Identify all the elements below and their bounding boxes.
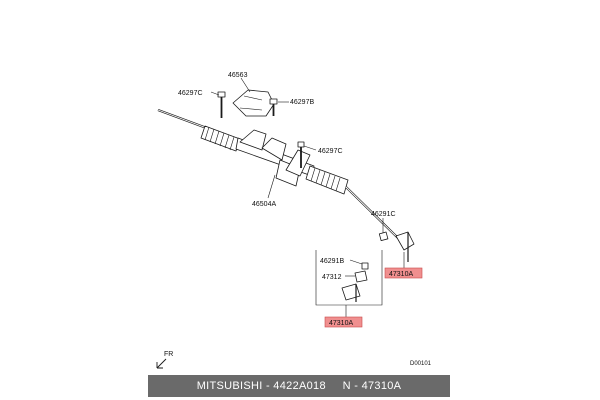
label-fr: FR	[164, 351, 173, 358]
highlight-47310a-right	[384, 267, 423, 279]
label-46504a: 46504A	[252, 201, 276, 208]
label-46297b: 46297B	[290, 99, 314, 106]
boot-47312	[354, 270, 368, 283]
label-46291b: 46291B	[320, 258, 344, 265]
bolt-46297b	[269, 98, 278, 116]
label-46563: 46563	[228, 72, 248, 79]
highlight-47310a-bottom	[324, 316, 363, 328]
label-47310a-right: 47310A	[389, 271, 413, 278]
label-46297c-top: 46297C	[178, 90, 203, 97]
steering-rack-assembly	[157, 108, 399, 239]
label-47310a-bottom: 47310A	[329, 320, 353, 327]
bolt-46297c-mid	[297, 141, 305, 168]
diagram-code: D00101	[410, 361, 432, 367]
leader-lines	[210, 77, 405, 322]
front-arrow-icon	[156, 358, 167, 369]
nut-46291b	[361, 262, 369, 270]
footer-part-text: MITSUBISHI - 4422A018 N - 47310A	[196, 380, 402, 392]
right-boot	[305, 165, 349, 195]
nut-46291c	[378, 231, 389, 242]
tie-rod-end-right	[395, 231, 415, 262]
label-46291c: 46291C	[371, 211, 396, 218]
bracket-46563	[232, 89, 275, 117]
footer-bar: MITSUBISHI - 4422A018 N - 47310A	[148, 375, 450, 397]
label-46297c-mid: 46297C	[318, 148, 343, 155]
left-boot	[200, 125, 241, 152]
detail-box	[315, 250, 383, 306]
tie-rod-end-detail	[341, 283, 361, 301]
bolt-46297c-top	[217, 91, 226, 118]
label-47312: 47312	[322, 274, 342, 281]
